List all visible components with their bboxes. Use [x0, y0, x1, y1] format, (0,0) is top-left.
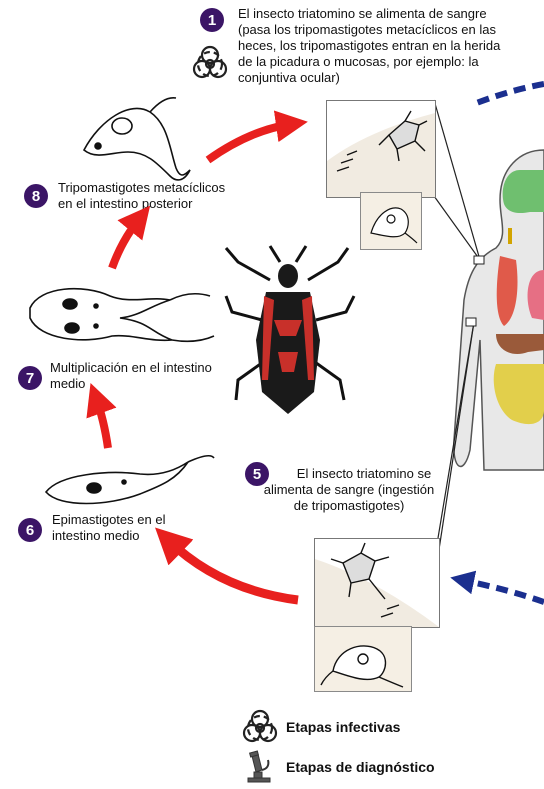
bite-site-inset-bottom — [314, 538, 440, 628]
biohazard-icon — [240, 708, 280, 748]
bite-site-inset-top — [326, 100, 436, 198]
legend-diagnostic-label: Etapas de diagnóstico — [286, 759, 435, 775]
dashed-arrow-top — [474, 84, 544, 104]
cycle-arrow-5-to-6 — [168, 540, 298, 600]
dashed-arrow-bottom — [462, 580, 544, 602]
human-body-drawing — [454, 150, 544, 470]
cycle-arrow-8-to-1 — [208, 124, 292, 160]
epimastigote-drawing — [46, 456, 214, 504]
cycle-arrow-6-to-7 — [96, 398, 108, 448]
trypomastigote-inset-bottom — [314, 626, 412, 692]
metacyclic-trypomastigote-drawing — [84, 98, 190, 180]
trypomastigote-inset-top — [360, 192, 422, 250]
microscope-icon — [244, 750, 274, 784]
cycle-arrow-7-to-8 — [112, 218, 140, 268]
legend-infective-label: Etapas infectivas — [286, 719, 400, 735]
dividing-epimastigotes-drawing — [30, 289, 214, 342]
triatomine-bug-drawing — [226, 246, 354, 414]
